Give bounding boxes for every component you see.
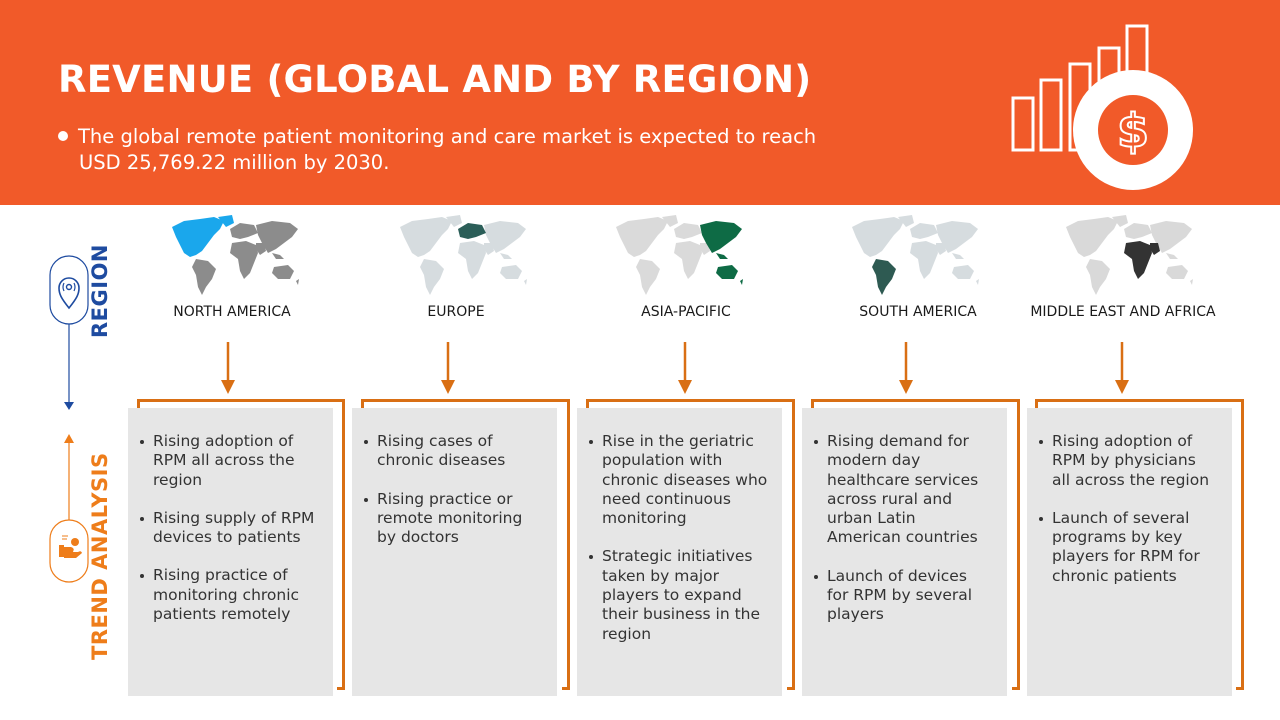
trend-item: Rising practice or remote monitoring by … xyxy=(364,490,543,548)
svg-text:$: $ xyxy=(1117,104,1149,158)
frame-tick xyxy=(586,399,589,411)
trend-item: Rise in the geriatric population with ch… xyxy=(589,432,768,528)
frame-tick xyxy=(1035,399,1038,411)
card-frame xyxy=(137,399,345,690)
card-frame xyxy=(811,399,1020,690)
trend-item: Rising adoption of RPM by physicians all… xyxy=(1039,432,1218,490)
region-label-europe: EUROPE xyxy=(427,304,485,320)
down-arrow-icon xyxy=(899,342,913,394)
down-arrow-icon xyxy=(221,342,235,394)
summary-line-1: The global remote patient monitoring and… xyxy=(78,125,817,148)
location-pin-icon xyxy=(49,255,89,325)
down-arrow-icon xyxy=(678,342,692,394)
trend-card-south-america: Rising demand for modern day healthcare … xyxy=(802,408,1007,696)
card-frame xyxy=(361,399,570,690)
frame-foot xyxy=(787,687,795,690)
north-america-map xyxy=(172,215,299,295)
down-arrow-icon xyxy=(1115,342,1129,394)
region-label-south-america: SOUTH AMERICA xyxy=(859,304,977,320)
trend-card-asia-pacific: Rise in the geriatric population with ch… xyxy=(577,408,782,696)
trend-card-north-america: Rising adoption of RPM all across the re… xyxy=(128,408,333,696)
trend-item: Launch of several programs by key player… xyxy=(1039,509,1218,586)
trend-item: Rising supply of RPM devices to patients xyxy=(140,509,319,548)
summary-line-2: USD 25,769.22 million by 2030. xyxy=(79,151,390,174)
middle-east-africa-map xyxy=(1066,215,1193,295)
card-frame xyxy=(586,399,795,690)
trend-analysis-section-label: TREND ANALYSIS xyxy=(88,452,112,660)
trend-item: Rising cases of chronic diseases xyxy=(364,432,543,471)
card-frame xyxy=(1035,399,1244,690)
region-label-asia-pacific: ASIA-PACIFIC xyxy=(641,304,731,320)
revenue-bar-chart-coin-icon: $ xyxy=(1011,24,1193,190)
trend-item: Rising adoption of RPM all across the re… xyxy=(140,432,319,490)
south-america-map xyxy=(852,215,979,295)
trend-item: Rising demand for modern day healthcare … xyxy=(814,432,993,548)
trend-card-europe: Rising cases of chronic diseases Rising … xyxy=(352,408,557,696)
frame-foot xyxy=(1012,687,1020,690)
header-banner: REVENUE (GLOBAL AND BY REGION) The globa… xyxy=(0,0,1280,205)
frame-tick xyxy=(361,399,364,411)
frame-foot xyxy=(562,687,570,690)
header-summary: The global remote patient monitoring and… xyxy=(58,124,938,176)
frame-tick xyxy=(137,399,140,411)
asia-pacific-map xyxy=(616,215,743,295)
europe-map xyxy=(400,215,527,295)
bullet-dot-icon xyxy=(58,131,68,141)
frame-tick xyxy=(811,399,814,411)
page-title: REVENUE (GLOBAL AND BY REGION) xyxy=(58,58,812,101)
region-section-label: REGION xyxy=(88,244,112,338)
down-arrow-icon xyxy=(441,342,455,394)
trend-item: Rising practice of monitoring chronic pa… xyxy=(140,566,319,624)
frame-foot xyxy=(1236,687,1244,690)
trend-card-middle-east-africa: Rising adoption of RPM by physicians all… xyxy=(1027,408,1232,696)
frame-foot xyxy=(337,687,345,690)
side-flow-graphic xyxy=(49,255,89,583)
region-label-north-america: NORTH AMERICA xyxy=(173,304,291,320)
trend-item: Launch of devices for RPM by several pla… xyxy=(814,567,993,625)
trend-item: Strategic initiatives taken by major pla… xyxy=(589,547,768,643)
region-label-middle-east-africa: MIDDLE EAST AND AFRICA xyxy=(1030,304,1216,320)
hand-care-icon xyxy=(49,519,89,583)
